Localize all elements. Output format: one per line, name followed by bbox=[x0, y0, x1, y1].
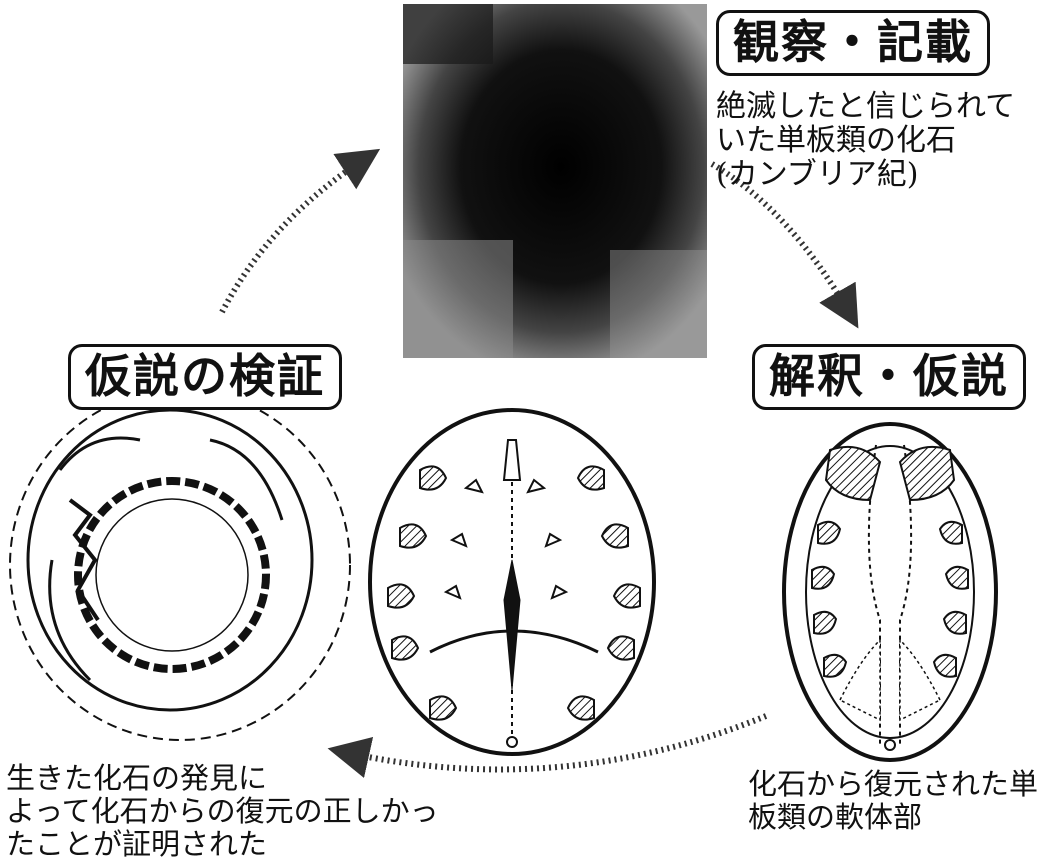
fossil-photo bbox=[403, 4, 707, 358]
reconstruction-drawing-muscles bbox=[370, 410, 654, 754]
caption-fossil: 絶滅したと信じられて いた単板類の化石 (カンブリア紀) bbox=[716, 90, 1015, 192]
arrow-verify-to-observe bbox=[222, 158, 366, 312]
stage-label-verify: 仮説の検証 bbox=[68, 344, 342, 410]
living-specimen-sketch bbox=[10, 390, 350, 740]
reconstruction-drawing-soft-body bbox=[784, 424, 996, 760]
caption-reconstruction: 化石から復元された単 板類の軟体部 bbox=[748, 768, 1038, 834]
caption-living-fossil: 生きた化石の発見に よって化石からの復元の正しかっ たことが証明された bbox=[6, 762, 439, 860]
stage-label-observe: 観察・記載 bbox=[716, 10, 990, 76]
stage-label-interpret: 解釈・仮説 bbox=[752, 344, 1026, 410]
